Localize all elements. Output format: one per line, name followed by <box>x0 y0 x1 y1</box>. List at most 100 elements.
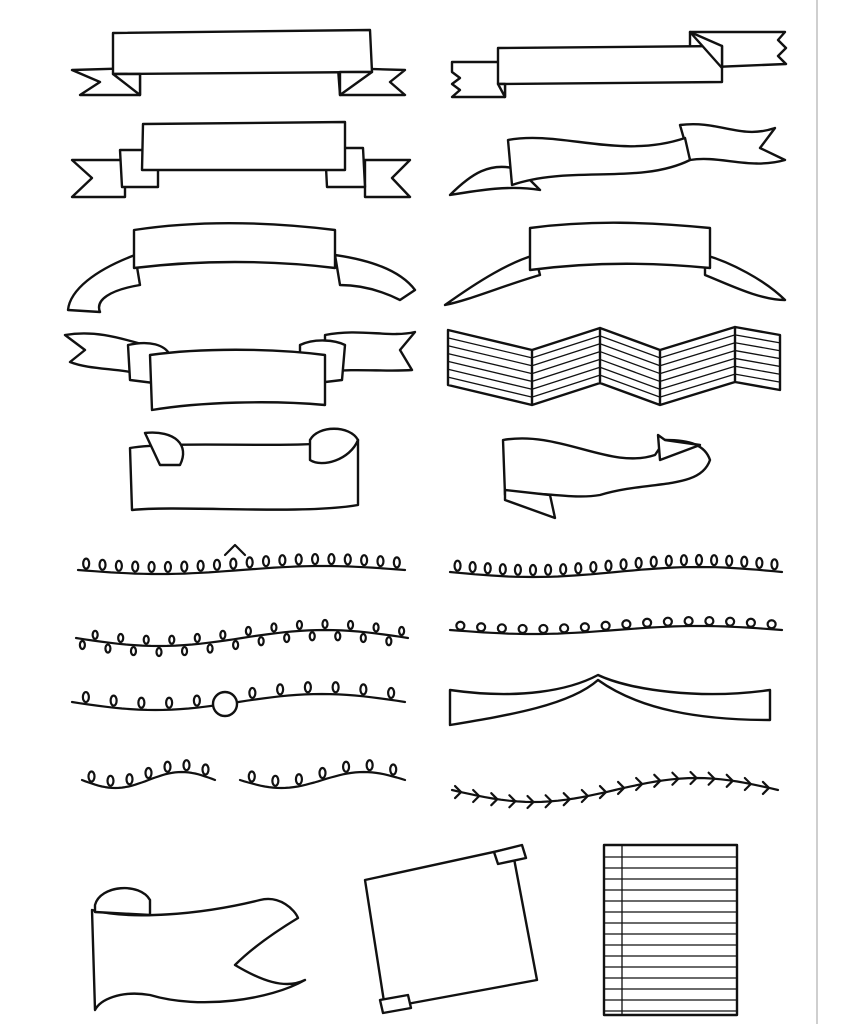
vine-curl <box>455 620 466 631</box>
vine-leaf <box>664 554 673 567</box>
hatch-line <box>447 365 781 390</box>
vine-arrow-leaf <box>743 776 752 792</box>
vine-leaf <box>649 555 658 568</box>
vine-arrow-leaf <box>671 771 680 786</box>
hatch-line <box>447 342 781 367</box>
vine-leaf <box>359 683 368 696</box>
vine-leaf <box>359 632 367 644</box>
vine-leaf <box>513 563 523 576</box>
vine-curl <box>600 620 611 631</box>
banner-scroll-ends <box>63 330 417 412</box>
vine-leaf <box>483 562 492 575</box>
vine-leaf <box>212 558 222 571</box>
vine-curl <box>538 623 549 635</box>
vine-curl <box>579 622 590 633</box>
vine-leaf <box>163 760 172 773</box>
vine-arrow-leaf <box>544 794 553 809</box>
vine-leaf <box>303 681 312 694</box>
vine-leaf <box>201 763 210 776</box>
vine-leaf <box>294 553 303 566</box>
vine-curl <box>642 617 653 628</box>
hatch-line <box>447 349 781 375</box>
vine-curl <box>766 619 777 630</box>
vine-leaf <box>144 766 153 780</box>
vine-arrow-leaf <box>616 780 626 796</box>
vine-leaf <box>142 634 150 645</box>
vine-leaf <box>295 619 304 631</box>
vine-leaf <box>740 555 749 568</box>
vine-leaf <box>245 556 254 569</box>
vine-arrow-leaf <box>453 784 463 800</box>
vine-leaf <box>334 631 342 642</box>
vine-leaf <box>137 696 146 709</box>
vine-leaf <box>360 554 369 567</box>
vine-leaf <box>634 556 643 570</box>
hatch-line <box>447 357 781 383</box>
flag-scroll-banner <box>90 887 307 1012</box>
vine-arrow-leaf <box>580 788 589 804</box>
vine-curl <box>662 616 673 627</box>
vine-leaf <box>82 557 91 570</box>
banner-accordion-zigzag <box>446 325 782 407</box>
banner-curved-long-tails <box>443 221 787 307</box>
vine-arrow-leaf <box>526 794 535 810</box>
banner-offset-zigzag <box>450 30 788 99</box>
vine-leaf <box>398 625 406 637</box>
vine-leaf <box>229 557 238 570</box>
vine-leaf <box>106 774 115 787</box>
vine-leaf <box>283 632 291 644</box>
vine-leaf <box>543 563 553 576</box>
banner-straight-notched <box>70 28 407 97</box>
vine-leaf <box>247 770 256 783</box>
vine-leaf <box>87 770 96 783</box>
vine-leaf <box>168 634 176 645</box>
vine-curl <box>476 622 487 633</box>
vine-leaf <box>679 554 689 567</box>
vine-arrow-leaf <box>490 792 499 807</box>
taped-note <box>363 843 539 1015</box>
vine-leaf <box>376 555 385 568</box>
vine-leaf <box>346 619 355 631</box>
hatch-line <box>447 334 781 359</box>
banner-arched-tails <box>66 222 417 314</box>
vine-arrow-leaf <box>508 794 517 809</box>
vine-leaf <box>125 773 134 786</box>
vine-leaf <box>619 558 628 571</box>
page-edge-divider <box>816 0 818 1024</box>
vine-arrow-leaf <box>653 773 662 788</box>
vine-arrow-leaf <box>562 792 571 807</box>
vine-curl <box>704 615 715 627</box>
bow <box>223 543 247 557</box>
vine-leaf <box>182 759 191 772</box>
vine-dividers <box>70 543 784 810</box>
vine-arrow-leaf <box>598 784 608 800</box>
vine-leaf <box>196 559 205 572</box>
vine-leaf <box>341 760 351 773</box>
vine-leaf <box>131 560 140 573</box>
vine-leaf <box>604 559 613 572</box>
vine-curl <box>683 615 694 627</box>
vine-arrow-leaf <box>725 773 734 788</box>
vine-leaf <box>725 554 734 567</box>
vine-leaf <box>321 618 329 630</box>
vine-stem <box>238 770 407 790</box>
vine-leaf <box>163 560 173 574</box>
vine-leaf <box>387 686 396 700</box>
vine-leaf <box>343 553 352 566</box>
vine-leaf <box>389 763 398 776</box>
vine-leaf <box>574 562 583 575</box>
vine-curl <box>745 617 756 628</box>
vine-stem <box>80 770 217 790</box>
flower <box>211 690 239 718</box>
vine-leaf <box>318 766 327 780</box>
vine-leaf <box>278 554 287 567</box>
vine-leaf <box>117 632 125 644</box>
vine-leaf <box>385 636 393 647</box>
vine-leaf <box>308 631 316 642</box>
vine-stem <box>448 624 784 636</box>
vine-stem <box>74 628 410 648</box>
vine-leaf <box>392 556 401 569</box>
vine-leaf <box>528 563 538 577</box>
